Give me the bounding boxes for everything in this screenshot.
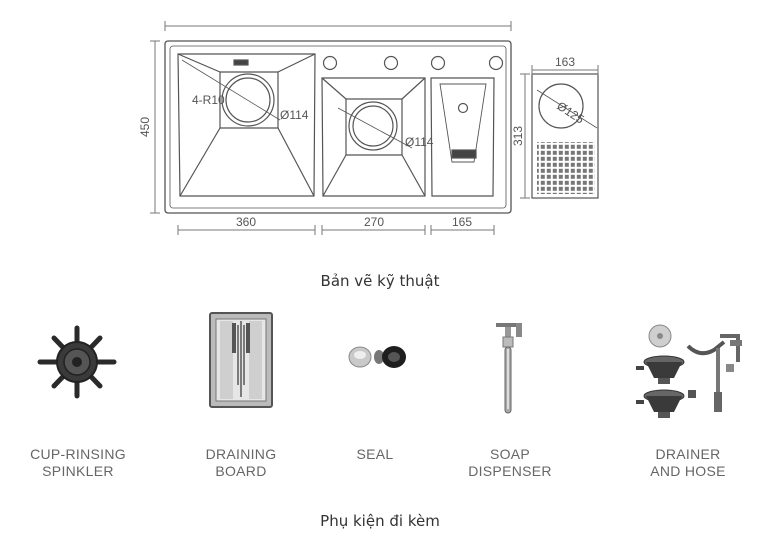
board-width-label: 163 (555, 55, 575, 69)
cup-rinsing-sprinkler-icon (37, 325, 117, 399)
soap-dispenser-icon (496, 323, 522, 414)
left-drain-label: Ø114 (280, 108, 309, 122)
seal-icon (348, 346, 406, 368)
height-dimension (150, 40, 160, 214)
sink-body (164, 40, 512, 214)
accessories-caption: Phụ kiện đi kèm (320, 512, 440, 530)
drawing-caption: Bản vẽ kỹ thuật (320, 272, 440, 290)
draining-board-drawing (531, 73, 599, 199)
board-width-dimension (531, 65, 599, 75)
middle-basin-width-label: 270 (364, 215, 384, 229)
accessory-label-soap-dispenser: SOAP DISPENSER (468, 446, 552, 479)
corner-radius-label: 4-R10 (192, 93, 225, 107)
middle-drain-label: Ø114 (405, 135, 434, 149)
board-height-dimension (520, 73, 530, 199)
accessory-label-cup-rinsing: CUP-RINSING SPINKLER (30, 446, 126, 479)
accessory-label-drainer-hose: DRAINER AND HOSE (650, 446, 726, 479)
right-basin-width-label: 165 (452, 215, 472, 229)
basin-width-dimensions (177, 225, 495, 235)
middle-basin (321, 77, 426, 197)
accessory-label-draining-board: DRAINING BOARD (205, 446, 277, 479)
height-label: 450 (138, 117, 152, 137)
board-height-label: 313 (511, 126, 525, 146)
tap-holes (322, 55, 504, 71)
right-basin (430, 77, 495, 197)
overall-width-dimension (164, 21, 512, 31)
left-basin-width-label: 360 (236, 215, 256, 229)
drainer-and-hose-icon (636, 324, 742, 418)
draining-board-icon (209, 312, 273, 408)
left-basin (177, 53, 316, 197)
accessory-label-seal: SEAL (356, 446, 394, 462)
technical-drawing: 450 4-R10 Ø114 Ø114 (138, 21, 599, 235)
board-hole-label: Ø125 (554, 99, 587, 127)
